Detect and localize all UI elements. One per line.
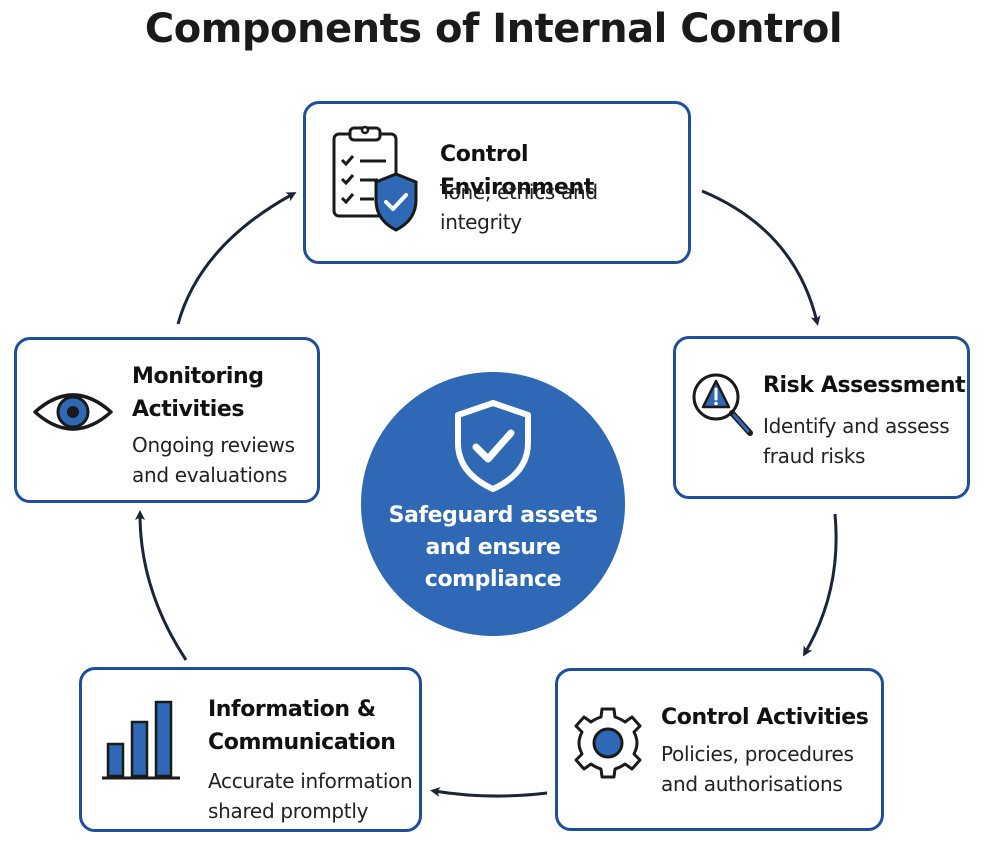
component-description: Policies, procedures and authorisations (661, 742, 854, 796)
component-heading: Control Activities (661, 705, 869, 730)
eye-icon (31, 384, 115, 445)
diagram-title: Components of Internal Control (144, 6, 843, 52)
component-description: Identify and assess fraud risks (763, 414, 950, 468)
arrow-activities-to-information (430, 787, 548, 798)
component-control-environment: Control Environment Tone, ethics and int… (303, 101, 691, 264)
arrow-information-to-monitoring (135, 510, 188, 661)
component-control-activities: Control Activities Policies, procedures … (555, 668, 884, 831)
center-goal-circle: Safeguard assets and ensure compliance (361, 372, 625, 636)
arrow-monitoring-to-environment (176, 192, 297, 325)
warning-magnifier-icon (688, 367, 760, 452)
component-description: Accurate information shared promptly (208, 769, 413, 823)
center-goal-text: Safeguard assets and ensure compliance (388, 503, 598, 592)
component-description: Ongoing reviews and evaluations (132, 433, 295, 487)
gear-icon (568, 703, 648, 788)
component-description: Tone, ethics and integrity (440, 180, 598, 234)
arrow-risk-to-activities (802, 513, 838, 657)
component-heading: Information & Communication (208, 697, 396, 755)
component-risk-assessment: Risk Assessment Identify and assess frau… (673, 336, 970, 499)
component-heading: Monitoring Activities (132, 364, 264, 422)
component-heading: Control Environment (440, 142, 594, 200)
checklist-shield-icon (328, 124, 424, 249)
component-heading: Risk Assessment (763, 373, 966, 398)
component-information-communication: Information & Communication Accurate inf… (79, 667, 422, 832)
component-monitoring-activities: Monitoring Activities Ongoing reviews an… (14, 337, 320, 503)
shield-check-icon (448, 397, 538, 498)
arrow-environment-to-risk (701, 189, 821, 326)
bar-chart-icon (100, 698, 184, 787)
